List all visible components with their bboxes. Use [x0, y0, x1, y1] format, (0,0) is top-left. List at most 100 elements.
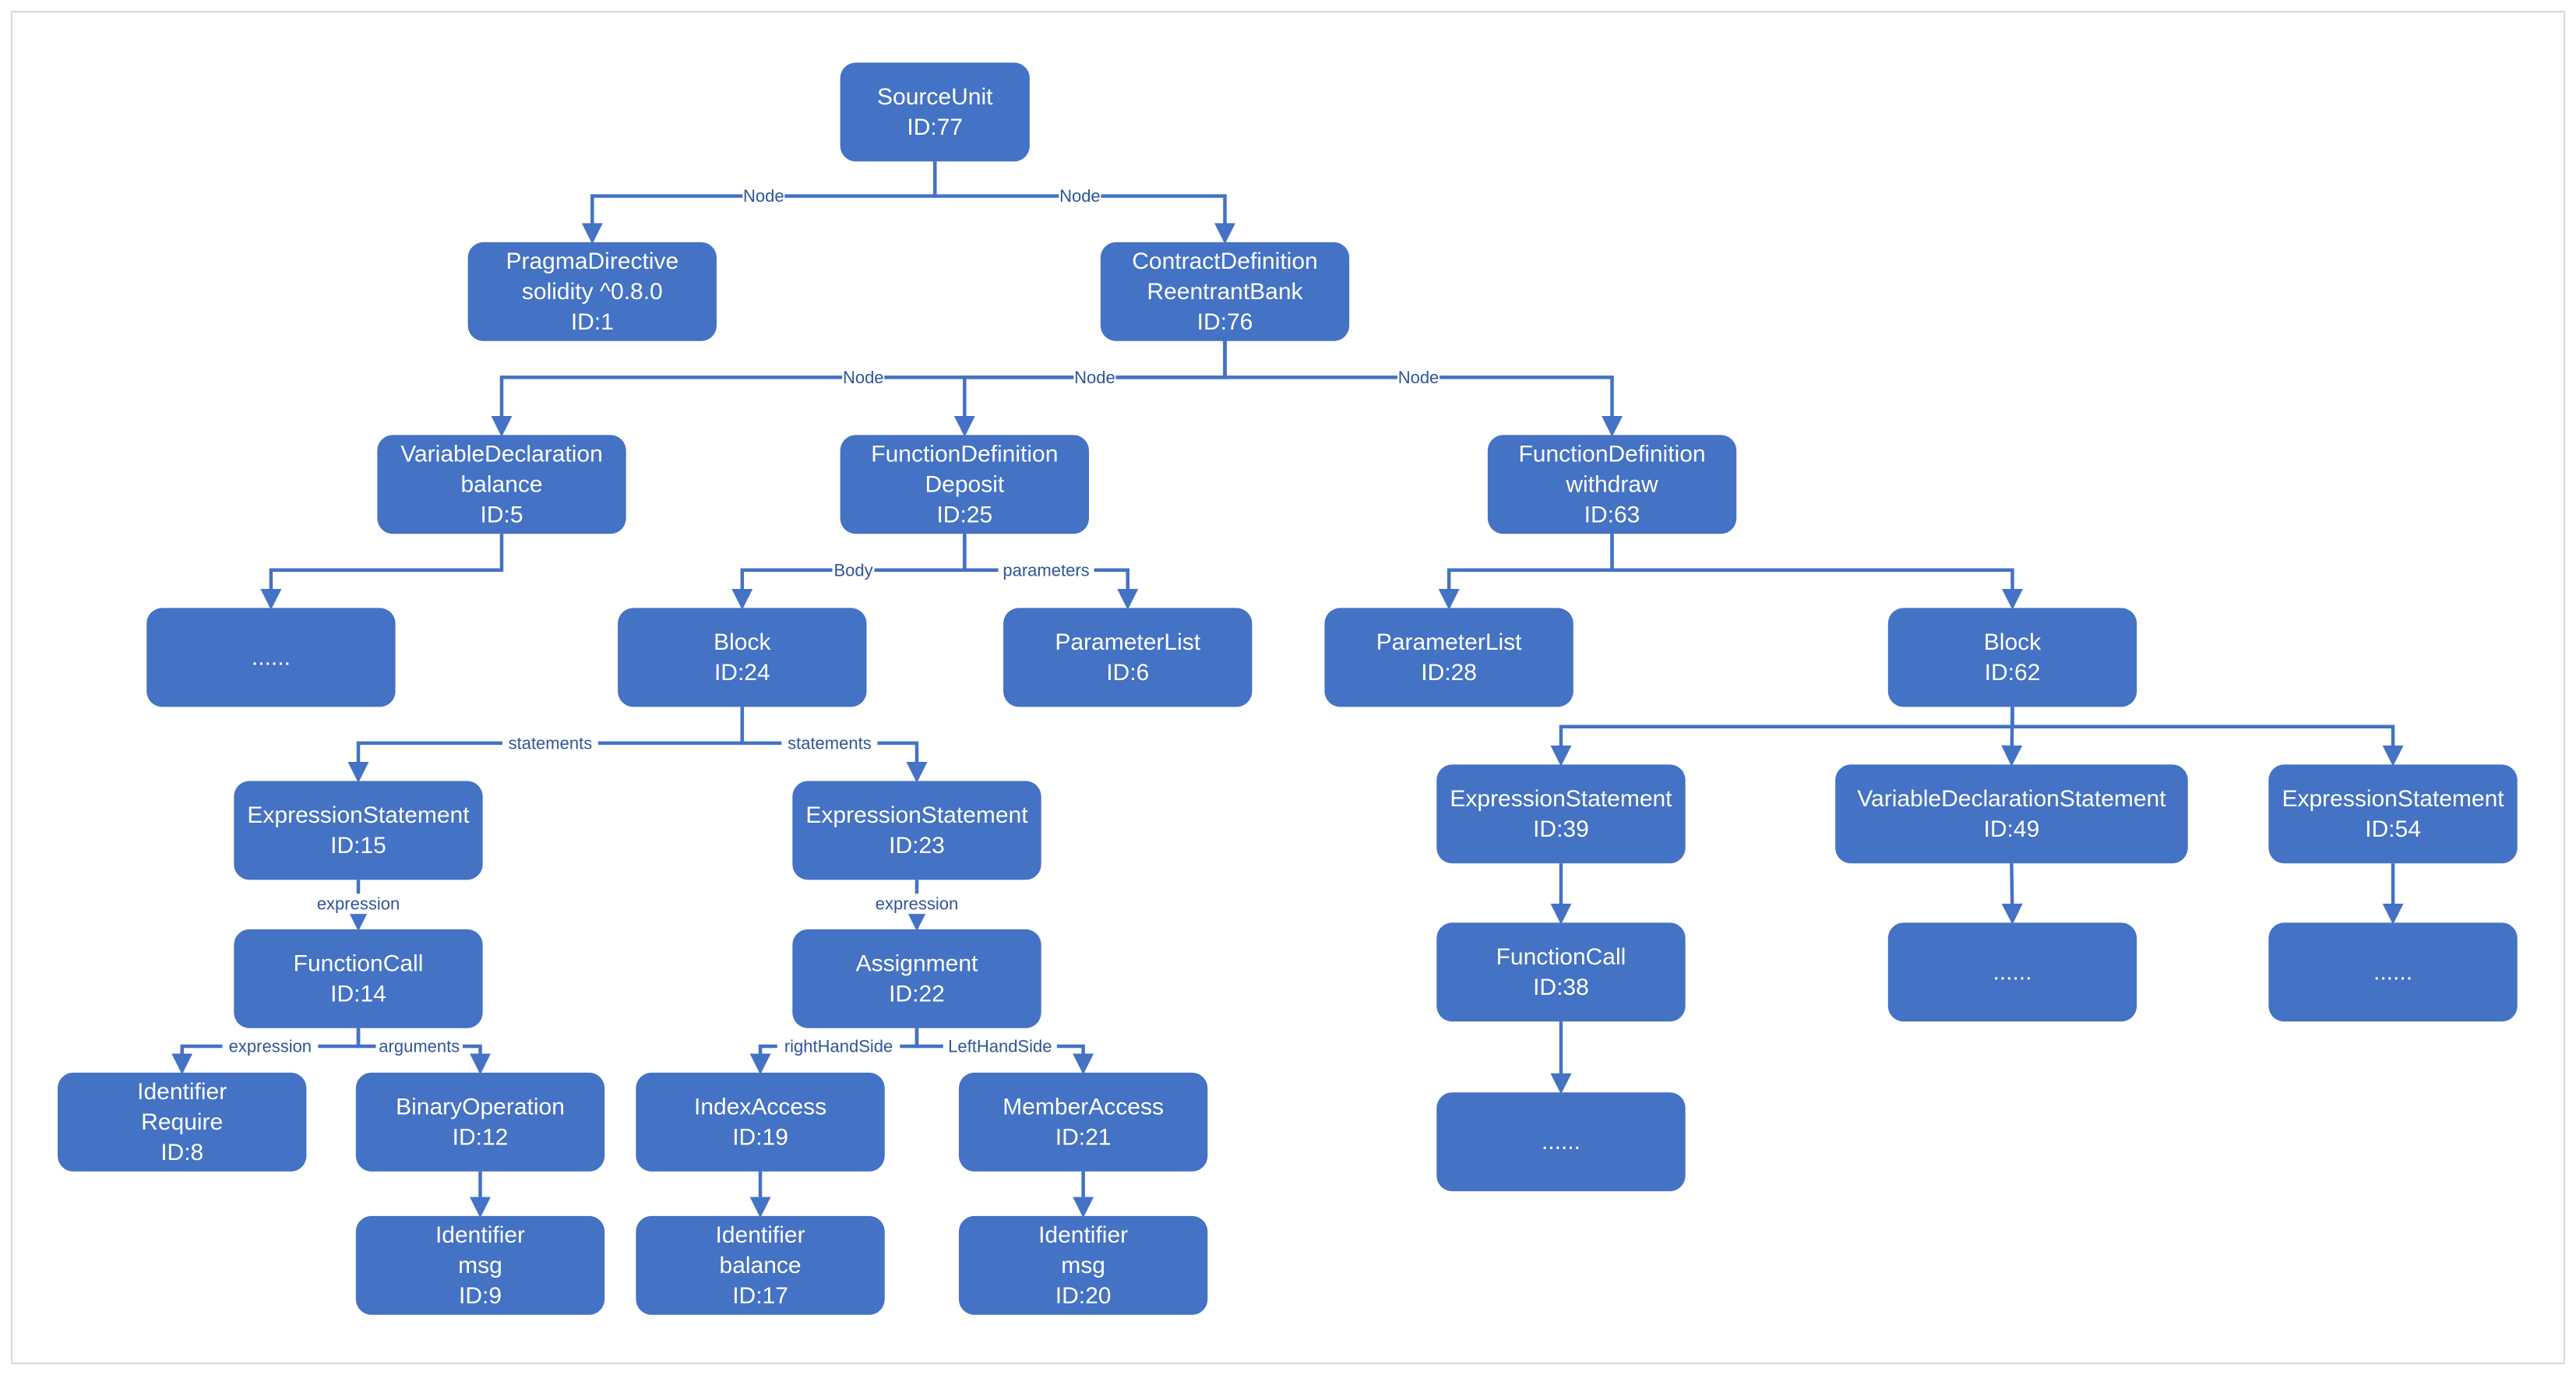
node-box	[1436, 1092, 1686, 1192]
node-text-line: ID:9	[459, 1283, 502, 1309]
node-text-line: msg	[1061, 1253, 1105, 1278]
edge-n63-n28	[1438, 534, 1614, 610]
node-text-line: ID:22	[889, 981, 945, 1007]
node-ellipsis-e38: ......	[1436, 1092, 1686, 1192]
edge-n24-n23: statements	[740, 707, 928, 784]
node-box	[958, 1072, 1208, 1172]
node-text-line: ID:8	[160, 1140, 203, 1165]
node-text-line: ID:28	[1421, 660, 1477, 686]
node-ellipsis-e5: ......	[146, 608, 396, 707]
edge-label: statements	[509, 733, 593, 753]
node-text-line: ......	[1993, 959, 2032, 985]
node-box	[1887, 922, 2137, 1022]
node-box	[1003, 608, 1253, 707]
node-box	[1436, 764, 1686, 864]
edge-label: Body	[833, 560, 872, 580]
node-box	[1324, 608, 1573, 707]
node-text-line: Identifier	[137, 1079, 227, 1105]
edge-label-background	[777, 1036, 900, 1057]
edge-n25-n6: parameters	[963, 534, 1139, 610]
edge-label-background	[998, 559, 1094, 580]
node-box	[2268, 922, 2518, 1022]
edge-label-background	[842, 367, 885, 388]
node-text-line: PragmaDirective	[506, 249, 678, 274]
edge-label-background	[375, 1036, 463, 1057]
edge-connector	[1550, 707, 2014, 767]
node-text-line: ID:25	[936, 502, 992, 527]
edge-n63-n62	[1610, 534, 2023, 610]
node-ellipsis-e49: ......	[1887, 922, 2137, 1022]
node-text-line: Block	[714, 629, 771, 655]
node-text-line: MemberAccess	[1003, 1094, 1164, 1119]
edge-label: Node	[1059, 186, 1101, 206]
edge-label-background	[1059, 185, 1101, 206]
edge-label: rightHandSide	[784, 1037, 893, 1056]
node-box	[792, 929, 1041, 1028]
node-box	[636, 1072, 885, 1172]
node-text-line: FunctionDefinition	[1518, 441, 1705, 467]
edge-n25-n24: Body	[731, 534, 967, 610]
node-box	[792, 781, 1041, 880]
node-text-line: ID:17	[732, 1283, 788, 1309]
node-text-line: ......	[2373, 959, 2412, 985]
edge-label: expression	[317, 894, 400, 914]
node-text-line: ID:39	[1533, 816, 1589, 842]
node-text-line: BinaryOperation	[396, 1094, 565, 1119]
node-text-line: ID:38	[1533, 975, 1589, 1000]
node-text-line: FunctionCall	[1496, 944, 1626, 970]
node-text-line: ParameterList	[1055, 629, 1200, 655]
node-ellipsis-e54: ......	[2268, 922, 2518, 1022]
edge-label: statements	[788, 733, 872, 753]
node-text-line: ID:6	[1106, 660, 1149, 686]
node-box	[636, 1215, 885, 1315]
edge-label-background	[742, 185, 785, 206]
edge-n22-n21: LeftHandSide	[914, 1028, 1094, 1075]
edge-label-background	[502, 732, 598, 753]
edge-label-background	[943, 1036, 1057, 1057]
node-box	[467, 242, 717, 341]
node-text-line: msg	[458, 1253, 502, 1278]
edge-connector	[2001, 863, 2023, 925]
node-text-line: ContractDefinition	[1132, 249, 1317, 274]
diagram-frame	[11, 11, 2565, 1364]
edge-n14-n12: arguments	[356, 1028, 492, 1075]
node-text-line: SourceUnit	[877, 84, 993, 110]
edge-connector	[260, 534, 504, 610]
node-box	[618, 608, 867, 707]
node-text-line: Assignment	[856, 950, 978, 976]
node-text-line: VariableDeclarationStatement	[1857, 786, 2166, 812]
node-text-line: IndexAccess	[694, 1094, 826, 1119]
node-text-line: ID:5	[481, 502, 523, 527]
edge-label-background	[781, 732, 878, 753]
node-text-line: Block	[1984, 629, 2042, 655]
edge-n77-n1: Node	[581, 161, 937, 245]
edge-n22-n19: rightHandSide	[749, 1028, 919, 1075]
node-text-line: ID:77	[907, 115, 963, 140]
node-text-line: ExpressionStatement	[2282, 786, 2504, 812]
edge-label-background	[832, 559, 875, 580]
node-text-line: ID:15	[330, 833, 386, 858]
node-text-line: ID:63	[1584, 502, 1640, 527]
node-text-line: FunctionDefinition	[871, 441, 1058, 467]
node-text-line: ID:49	[1984, 816, 2040, 842]
node-text-line: ExpressionStatement	[1450, 786, 1672, 812]
node-box	[2268, 764, 2518, 864]
node-text-line: ID:23	[889, 833, 945, 858]
edge-n77-n76: Node	[933, 161, 1235, 245]
edge-connector	[1610, 534, 2023, 610]
node-box	[146, 608, 396, 707]
node-text-line: ID:20	[1055, 1283, 1112, 1309]
